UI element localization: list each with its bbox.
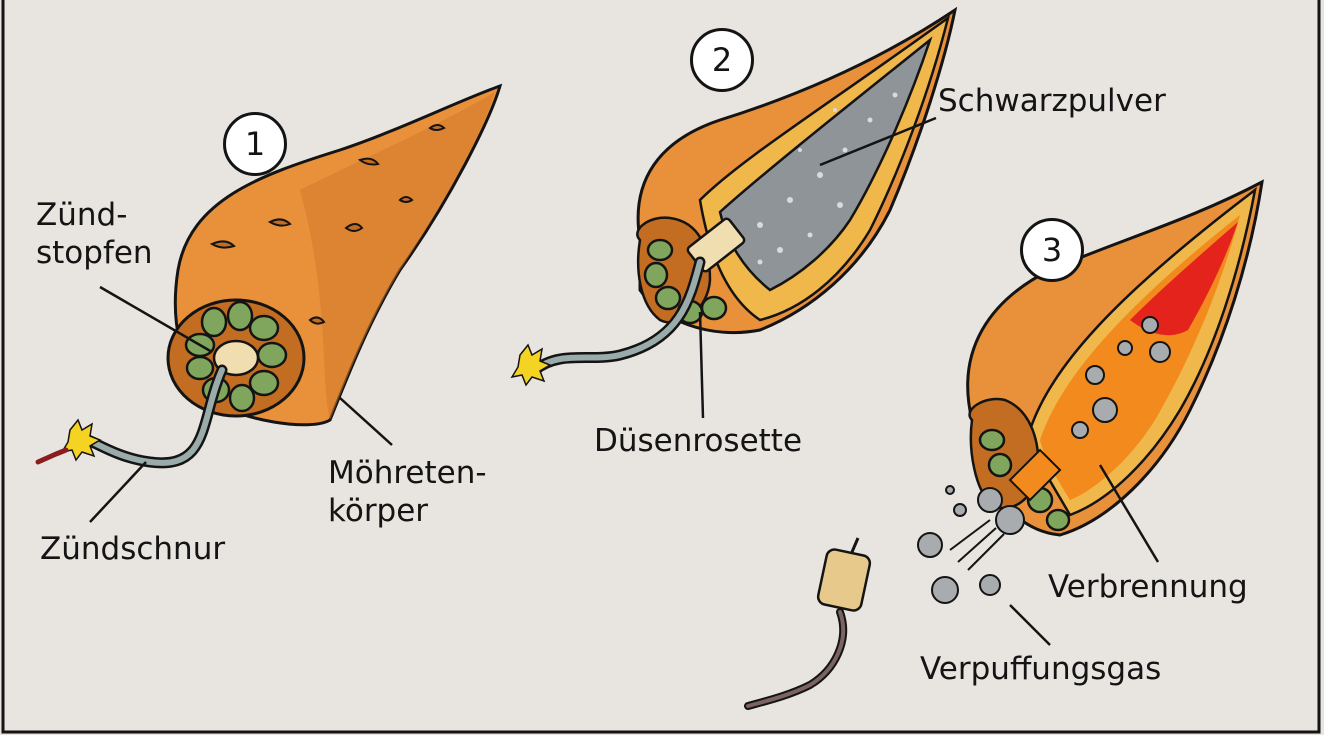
- ejected-plug: [817, 548, 872, 612]
- step-3-badge: 3: [1020, 218, 1084, 282]
- label-duesenrosette: Düsenrosette: [594, 422, 802, 460]
- spark-2: [512, 345, 550, 385]
- gas-jet-lines: [950, 520, 1004, 570]
- leader-verpuffungsgas: [1010, 605, 1050, 645]
- label-verpuffungsgas: Verpuffungsgas: [920, 650, 1161, 688]
- leader-moehrenkoerper: [340, 398, 392, 445]
- step-2-badge: 2: [690, 28, 754, 92]
- label-schwarzpulver: Schwarzpulver: [938, 82, 1166, 120]
- leader-zuendschnur: [90, 462, 146, 522]
- step-1-badge: 1: [223, 112, 287, 176]
- label-moehrenkoerper: Möhreten- körper: [328, 454, 487, 530]
- label-verbrennung: Verbrennung: [1048, 568, 1248, 606]
- label-zuendstopfen: Zünd- stopfen: [36, 196, 153, 272]
- label-zuendschnur: Zündschnur: [40, 530, 225, 568]
- spark-1: [62, 420, 100, 460]
